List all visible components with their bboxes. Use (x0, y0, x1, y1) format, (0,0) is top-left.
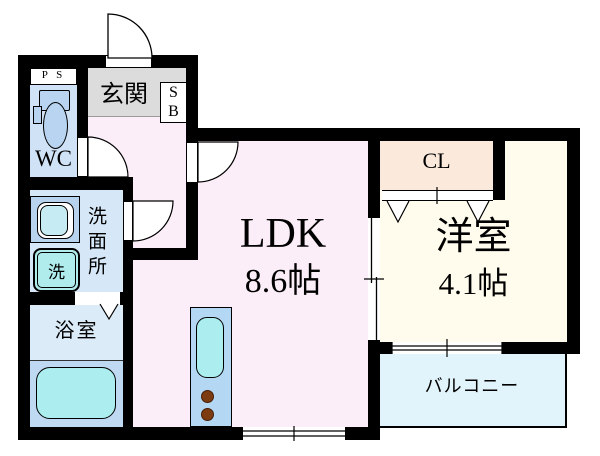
wall (18, 55, 105, 68)
pipe-space-label: P S (41, 69, 66, 81)
entrance-label: 玄関 (100, 82, 148, 108)
balcony-label: バルコニー (424, 376, 520, 396)
bathroom-folding-door-gap (75, 292, 120, 305)
vanity-basin (40, 205, 68, 236)
balcony-window-gap (392, 342, 502, 354)
kitchen-sink (196, 317, 224, 378)
wall (368, 340, 380, 427)
wall (123, 248, 197, 260)
toilet-handle (33, 106, 42, 124)
entrance-door-leaf (105, 55, 152, 68)
wall (502, 342, 580, 354)
room-balcony (374, 351, 567, 428)
wall (493, 128, 505, 200)
toilet-bowl (43, 102, 68, 149)
room-closet (380, 141, 493, 190)
western-room-label: 洋室 (435, 216, 512, 258)
wc-label: WC (34, 146, 73, 171)
ldk-size: 8.6帖 (244, 263, 322, 300)
wall (77, 68, 88, 137)
wc-door-leaf (77, 137, 88, 177)
washroom-door-leaf (123, 201, 133, 241)
stove-burner (201, 408, 214, 421)
entrance-door-arc (107, 13, 153, 59)
wall (368, 342, 392, 354)
bathtub (36, 367, 116, 419)
washroom-label: 洗面所 (85, 205, 106, 281)
bathroom-label: 浴室 (54, 320, 99, 342)
wall (368, 141, 380, 218)
wall (18, 55, 30, 440)
wall (186, 55, 198, 142)
wall (123, 190, 133, 201)
kitchen-window-gap (243, 427, 345, 440)
ldk-label: LDK (239, 211, 327, 257)
wall (120, 292, 133, 305)
wall (18, 292, 75, 305)
closet-door-track (382, 190, 493, 201)
wall (18, 177, 133, 190)
shoe-box-label-bottom: B (168, 103, 179, 120)
wall (186, 128, 580, 141)
laundry-label: 洗 (48, 263, 65, 282)
shoe-box-label-top: S (169, 84, 178, 101)
stove-burner (201, 390, 214, 403)
pipe-space-box (30, 68, 77, 85)
wall (186, 183, 198, 260)
closet-label: CL (422, 148, 451, 173)
western-room-size: 4.1帖 (438, 266, 509, 301)
shoe-box (160, 82, 187, 123)
wall (567, 128, 580, 354)
ldk-door-leaf (186, 142, 198, 183)
washing-machine-box-inner (37, 252, 76, 288)
wall (123, 241, 133, 427)
